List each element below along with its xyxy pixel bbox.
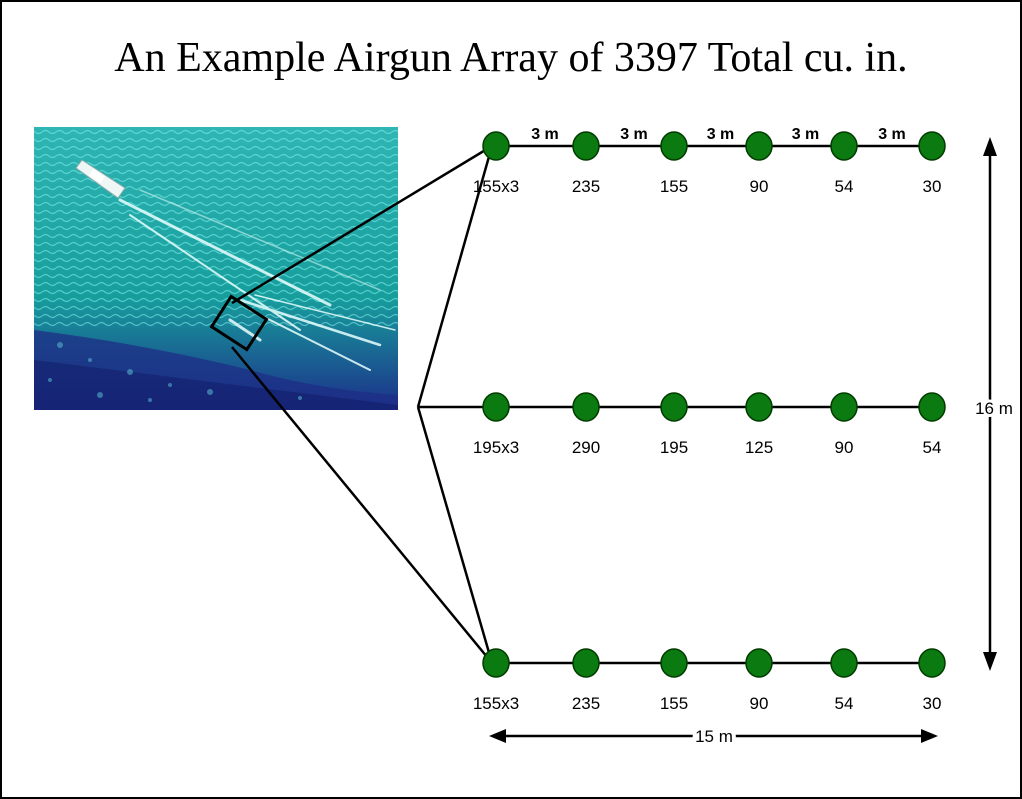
airgun-icon xyxy=(572,392,600,422)
gun-spacing-label: 3 m xyxy=(878,126,906,143)
gun-spacing-label: 3 m xyxy=(707,126,735,143)
top-string: 155x3 235 155 90 54 30 xyxy=(473,131,946,196)
airgun-icon xyxy=(482,648,510,678)
airgun-volume-label: 90 xyxy=(750,177,769,196)
airgun-icon xyxy=(918,392,946,422)
gun-spacing-labels: 3 m 3 m 3 m 3 m 3 m xyxy=(529,124,908,145)
airgun-icon xyxy=(830,131,858,161)
bottom-string: 155x3 235 155 90 54 30 xyxy=(473,648,946,713)
zoom-connector-lines xyxy=(231,144,494,664)
airgun-icon xyxy=(482,392,510,422)
arrow-right-icon xyxy=(921,729,938,743)
airgun-volume-label: 54 xyxy=(835,177,854,196)
horizontal-dimension-label: 15 m xyxy=(695,727,733,746)
arrow-down-icon xyxy=(983,652,997,671)
airgun-volume-label: 195x3 xyxy=(473,438,519,457)
airgun-volume-label: 195 xyxy=(660,438,688,457)
arrow-up-icon xyxy=(983,137,997,156)
airgun-volume-label: 54 xyxy=(923,438,942,457)
horizontal-dimension: 15 m xyxy=(489,723,938,750)
airgun-volume-label: 90 xyxy=(750,694,769,713)
airgun-volume-label: 235 xyxy=(572,694,600,713)
airgun-icon xyxy=(482,131,510,161)
airgun-icon xyxy=(660,131,688,161)
vertical-dimension-label: 16 m xyxy=(975,399,1013,418)
airgun-volume-label: 155x3 xyxy=(473,694,519,713)
airgun-volume-label: 155 xyxy=(660,177,688,196)
airgun-icon xyxy=(745,392,773,422)
airgun-icon xyxy=(918,648,946,678)
airgun-icon xyxy=(745,131,773,161)
airgun-icon xyxy=(830,392,858,422)
airgun-icon xyxy=(745,648,773,678)
airgun-volume-label: 30 xyxy=(923,694,942,713)
airgun-icon xyxy=(660,392,688,422)
vertical-dimension: 16 m xyxy=(972,137,1016,671)
gun-spacing-label: 3 m xyxy=(620,126,648,143)
airgun-volume-label: 290 xyxy=(572,438,600,457)
middle-string: 195x3 290 195 125 90 54 xyxy=(473,392,946,457)
ship-icon xyxy=(75,159,126,199)
airgun-icon xyxy=(830,648,858,678)
airgun-volume-label: 155x3 xyxy=(473,177,519,196)
slide-title: An Example Airgun Array of 3397 Total cu… xyxy=(114,35,908,81)
airgun-icon xyxy=(572,648,600,678)
airgun-volume-label: 125 xyxy=(745,438,773,457)
gun-spacing-label: 3 m xyxy=(531,126,559,143)
airgun-volume-label: 54 xyxy=(835,694,854,713)
airgun-icon xyxy=(918,131,946,161)
aerial-ship-photo xyxy=(34,127,398,410)
airgun-icon xyxy=(660,648,688,678)
airgun-volume-label: 30 xyxy=(923,177,942,196)
array-highlight-box xyxy=(209,294,269,352)
airgun-volume-label: 235 xyxy=(572,177,600,196)
airgun-volume-label: 90 xyxy=(835,438,854,457)
airgun-volume-label: 155 xyxy=(660,694,688,713)
airgun-icon xyxy=(572,131,600,161)
gun-spacing-label: 3 m xyxy=(792,126,820,143)
arrow-left-icon xyxy=(489,729,506,743)
